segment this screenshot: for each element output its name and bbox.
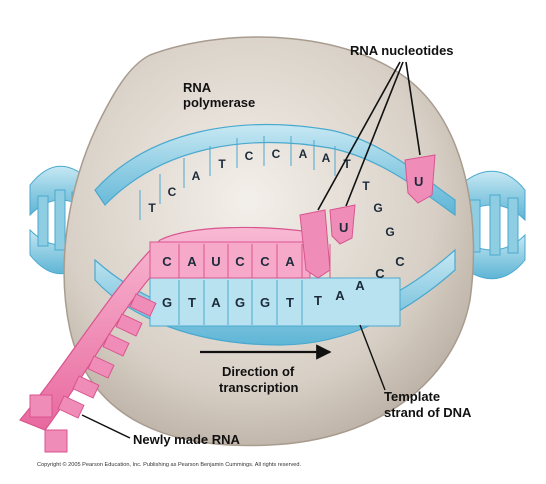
base-letter: C — [272, 147, 281, 161]
base-letter: A — [187, 254, 197, 269]
incoming-nucleotide — [299, 209, 331, 279]
template-label-line2: strand of DNA — [384, 405, 472, 420]
dna-template-strand — [94, 248, 456, 346]
direction-label-line2: transcription — [219, 380, 299, 395]
base-letter: U — [211, 254, 220, 269]
base-letter: G — [260, 295, 270, 310]
base-letter: C — [395, 254, 405, 269]
newly-made-pointer-line — [81, 414, 131, 439]
free-nucleotide-1: U — [329, 204, 356, 245]
base-letter: G — [235, 295, 245, 310]
base-letter: T — [314, 293, 322, 308]
newly-made-rna-label: Newly made RNA — [133, 432, 241, 447]
copyright-text: Copyright © 2005 Pearson Education, Inc.… — [37, 461, 302, 468]
base-letter: A — [355, 278, 365, 293]
base-letter: A — [299, 147, 308, 161]
template-label-line1: Template — [384, 389, 440, 404]
base-letter: T — [218, 157, 226, 171]
dna-top-strand — [94, 123, 456, 217]
base-letter: G — [162, 295, 172, 310]
direction-label-line1: Direction of — [222, 364, 295, 379]
base-letter: C — [245, 149, 254, 163]
base-letter: G — [373, 201, 382, 215]
free-nucleotide-2: U — [404, 154, 436, 204]
polymerase-label-line2: polymerase — [183, 95, 255, 110]
free-nucleotide-1-label: U — [339, 220, 348, 235]
base-letter: A — [322, 151, 331, 165]
top-right-bases: TGG — [362, 179, 394, 239]
polymerase-label-line1: RNA — [183, 80, 212, 95]
base-letter: T — [343, 157, 351, 171]
base-letter: C — [260, 254, 270, 269]
base-letter: A — [285, 254, 295, 269]
rna-nucleotides-label: RNA nucleotides — [350, 43, 454, 58]
template-pointer-line — [359, 324, 386, 391]
base-letter: T — [286, 295, 294, 310]
base-letter: T — [188, 295, 196, 310]
rna-strand — [19, 226, 313, 453]
base-letter: T — [362, 179, 370, 193]
free-nucleotide-2-label: U — [414, 174, 423, 189]
base-letter: T — [148, 201, 156, 215]
base-letter: C — [162, 254, 172, 269]
base-letter: G — [385, 225, 394, 239]
base-letter: A — [192, 169, 201, 183]
base-letter: A — [211, 295, 221, 310]
base-letter: C — [168, 185, 177, 199]
base-letter: C — [375, 266, 385, 281]
base-letter: C — [235, 254, 245, 269]
nucleotides-pointer-lines — [317, 61, 421, 211]
base-letter: A — [335, 288, 345, 303]
